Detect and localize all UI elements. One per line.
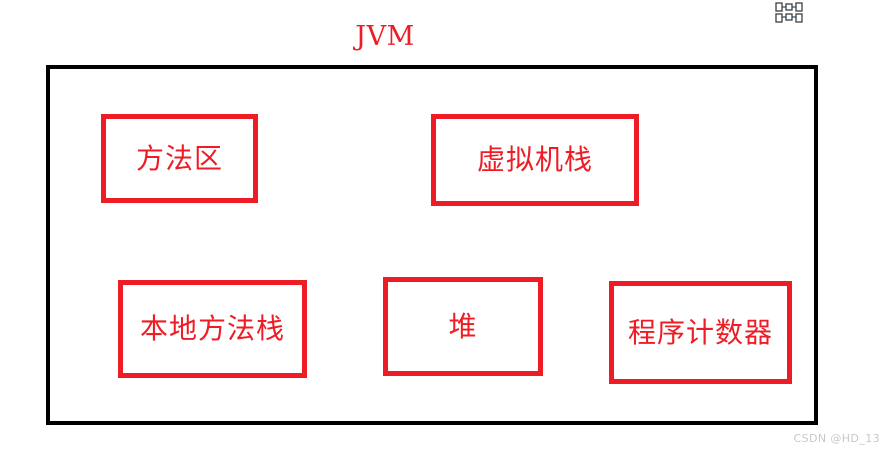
box-program-counter-register[interactable]: 程序计数器 xyxy=(609,281,792,384)
box-program-counter-register-label: 程序计数器 xyxy=(627,315,773,349)
page-title: JVM xyxy=(355,21,415,52)
box-heap[interactable]: 堆 xyxy=(383,277,543,376)
box-vm-stack-label: 虚拟机栈 xyxy=(476,143,593,176)
box-method-area-label: 方法区 xyxy=(135,141,223,175)
watermark: CSDN @HD_13 xyxy=(793,432,880,445)
connector-nodes-icon xyxy=(774,2,804,24)
box-vm-stack[interactable]: 虚拟机栈 xyxy=(431,114,639,206)
box-native-method-stack[interactable]: 本地方法栈 xyxy=(118,280,307,378)
box-method-area[interactable]: 方法区 xyxy=(101,114,258,203)
box-native-method-stack-label: 本地方法栈 xyxy=(139,312,285,345)
box-heap-label: 堆 xyxy=(448,309,478,343)
